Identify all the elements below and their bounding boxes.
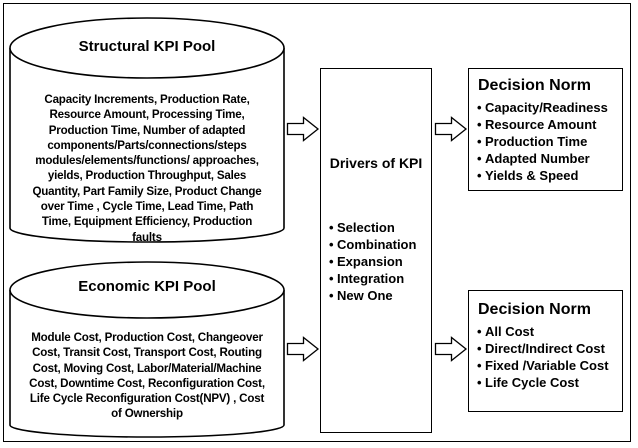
decision-norm-economic-box: Decision Norm All Cost Direct/Indirect C… <box>468 290 623 412</box>
driver-item: Selection <box>329 219 416 236</box>
decision-norm-item: Capacity/Readiness <box>477 99 608 116</box>
driver-item: Combination <box>329 236 416 253</box>
structural-pool-body: Capacity Increments, Production Rate, Re… <box>12 92 282 245</box>
diagram-frame <box>3 3 631 442</box>
structural-pool-cylinder-top <box>9 17 285 79</box>
structural-pool-line: Time, Equipment Efficiency, Production <box>41 215 253 229</box>
structural-pool-title: Structural KPI Pool <box>78 38 216 55</box>
drivers-list: Selection Combination Expansion Integrat… <box>329 219 416 304</box>
decision-norm-item: Adapted Number <box>477 150 608 167</box>
economic-pool-cylinder-top <box>9 261 285 319</box>
driver-item: Integration <box>329 270 416 287</box>
arrow-right-icon <box>286 336 320 362</box>
structural-pool-cylinder-body <box>9 48 285 243</box>
arrow-right-icon <box>286 116 320 142</box>
drivers-title: Drivers of KPI <box>329 155 423 171</box>
decision-norm-list: All Cost Direct/Indirect Cost Fixed /Var… <box>477 323 609 391</box>
decision-norm-item: Production Time <box>477 133 608 150</box>
decision-norm-structural-box: Decision Norm Capacity/Readiness Resourc… <box>468 68 623 191</box>
economic-pool-line: Life Cycle Reconfiguration Cost(NPV) , C… <box>29 392 265 406</box>
decision-norm-item: Yields & Speed <box>477 167 608 184</box>
structural-pool-line: yields, Production Throughput, Sales <box>47 169 247 183</box>
decision-norm-item: Resource Amount <box>477 116 608 133</box>
economic-pool-line: of Ownership <box>111 407 183 421</box>
structural-pool-line: components/Parts/connections/steps <box>47 138 247 152</box>
economic-pool-title: Economic KPI Pool <box>78 278 216 295</box>
structural-pool-line: Capacity Increments, Production Rate, <box>44 93 250 106</box>
economic-pool-line: Module Cost, Production Cost, Changeover <box>31 331 263 344</box>
decision-norm-title: Decision Norm <box>478 301 591 318</box>
structural-pool-line: modules/elements/functions/ approaches, <box>35 154 259 168</box>
driver-item: New One <box>329 287 416 304</box>
decision-norm-item: All Cost <box>477 323 609 340</box>
arrow-right-icon <box>434 116 468 142</box>
arrow-right-icon <box>434 336 468 362</box>
structural-pool-line: over Time , Cycle Time, Lead Time, Path <box>40 200 254 214</box>
economic-pool-cylinder-body <box>9 290 285 438</box>
economic-pool-line: Cost, Transit Cost, Transport Cost, Rout… <box>32 346 262 360</box>
structural-pool-line: Quantity, Part Family Size, Product Chan… <box>32 184 262 198</box>
decision-norm-item: Direct/Indirect Cost <box>477 340 609 357</box>
economic-pool-line: Cost, Moving Cost, Labor/Material/Machin… <box>32 361 262 375</box>
economic-pool-body: Module Cost, Production Cost, Changeover… <box>12 330 282 422</box>
economic-pool-line: Cost, Downtime Cost, Reconfiguration Cos… <box>29 376 265 390</box>
structural-pool-line: Resource Amount, Processing Time, <box>49 108 245 122</box>
decision-norm-item: Fixed /Variable Cost <box>477 357 609 374</box>
decision-norm-item: Life Cycle Cost <box>477 374 609 391</box>
structural-pool-line: faults <box>132 230 162 244</box>
driver-item: Expansion <box>329 253 416 270</box>
decision-norm-title: Decision Norm <box>478 77 591 94</box>
drivers-box: Drivers of KPI Selection Combination Exp… <box>320 68 432 433</box>
structural-pool-line: Production Time, Number of adapted <box>48 123 246 137</box>
decision-norm-list: Capacity/Readiness Resource Amount Produ… <box>477 99 608 184</box>
